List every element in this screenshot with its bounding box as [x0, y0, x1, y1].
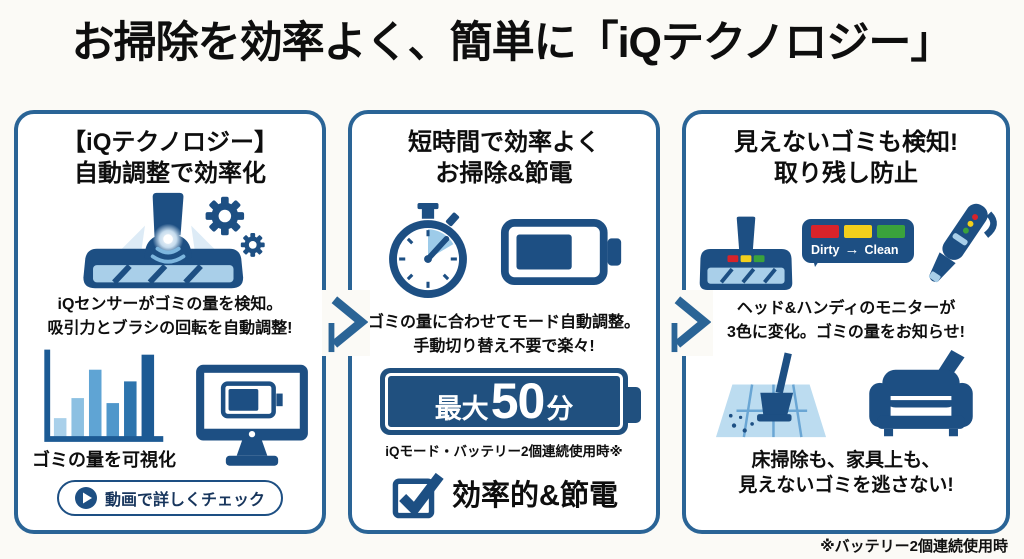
indicator-lights	[811, 225, 905, 239]
flow-arrow-icon	[322, 290, 370, 356]
vacuum-head-monitor-icon	[699, 217, 793, 291]
runtime-note: iQモード・バッテリー2個連続使用時※	[385, 444, 623, 459]
panel-row: 【iQテクノロジー】自動調整で効率化	[14, 110, 1010, 534]
yellow-light	[844, 225, 872, 239]
efficiency-label: 効率的&節電	[452, 480, 618, 512]
panel1-description: iQセンサーがゴミの量を検知。吸引力とブラシの回転を自動調整!	[47, 296, 293, 337]
handheld-vacuum-icon	[928, 204, 997, 283]
panel1-title: 【iQテクノロジー】自動調整で効率化	[62, 129, 278, 187]
play-icon	[74, 486, 97, 509]
panel-iq-technology: 【iQテクノロジー】自動調整で効率化	[14, 110, 326, 534]
gear-small-icon	[240, 233, 265, 258]
battery-inner-frame	[385, 372, 623, 430]
page-title: お掃除を効率よく、簡単に「iQテクノロジー」	[71, 19, 954, 67]
dust-visualization-block: ゴミの量を可視化	[29, 348, 179, 472]
battery-terminal	[628, 386, 641, 423]
panel2-title: 短時間で効率よくお掃除&節電	[408, 129, 600, 187]
video-check-button[interactable]: 動画で詳しくチェック	[56, 479, 283, 516]
battery-footnote: ※バッテリー2個連続使用時	[820, 538, 1008, 555]
floor-cleaning-icon	[715, 352, 827, 438]
red-light	[811, 225, 839, 239]
battery-icon	[500, 219, 622, 286]
gear-icon	[205, 197, 245, 236]
checkbox-check-icon	[392, 472, 444, 519]
dirty-label: Dirty	[811, 242, 840, 257]
panel-quick-clean-power-save: 短時間で効率よくお掃除&節電	[348, 110, 660, 534]
flow-arrow-icon	[665, 290, 713, 356]
clean-label: Clean	[864, 242, 899, 257]
panel2-description: ゴミの量に合わせてモード自動調整。手動切り替え不要で楽々!	[367, 314, 640, 355]
sofa-handheld-icon	[869, 349, 973, 437]
chart-caption: ゴミの量を可視化	[32, 449, 176, 470]
panel-invisible-dust-detection: 見えないゴミも検知!取り残し防止	[682, 110, 1010, 534]
vacuum-head-sensor-gears-icon	[83, 193, 265, 289]
efficiency-check-row: 効率的&節電	[390, 466, 618, 520]
panel3-bottom-text: 床掃除も、家具上も、見えないゴミを逃さない!	[738, 449, 954, 497]
dirty-to-clean-arrow-icon: →	[844, 241, 860, 259]
video-button-label: 動画で詳しくチェック	[104, 491, 265, 509]
dust-bar-chart	[44, 349, 164, 442]
dirty-clean-monitor-bubble: Dirty → Clean	[802, 219, 914, 268]
monitor-battery-icon	[196, 364, 308, 466]
green-light	[877, 225, 905, 239]
panel3-title: 見えないゴミも検知!取り残し防止	[734, 129, 958, 187]
stopwatch-icon	[389, 203, 467, 299]
